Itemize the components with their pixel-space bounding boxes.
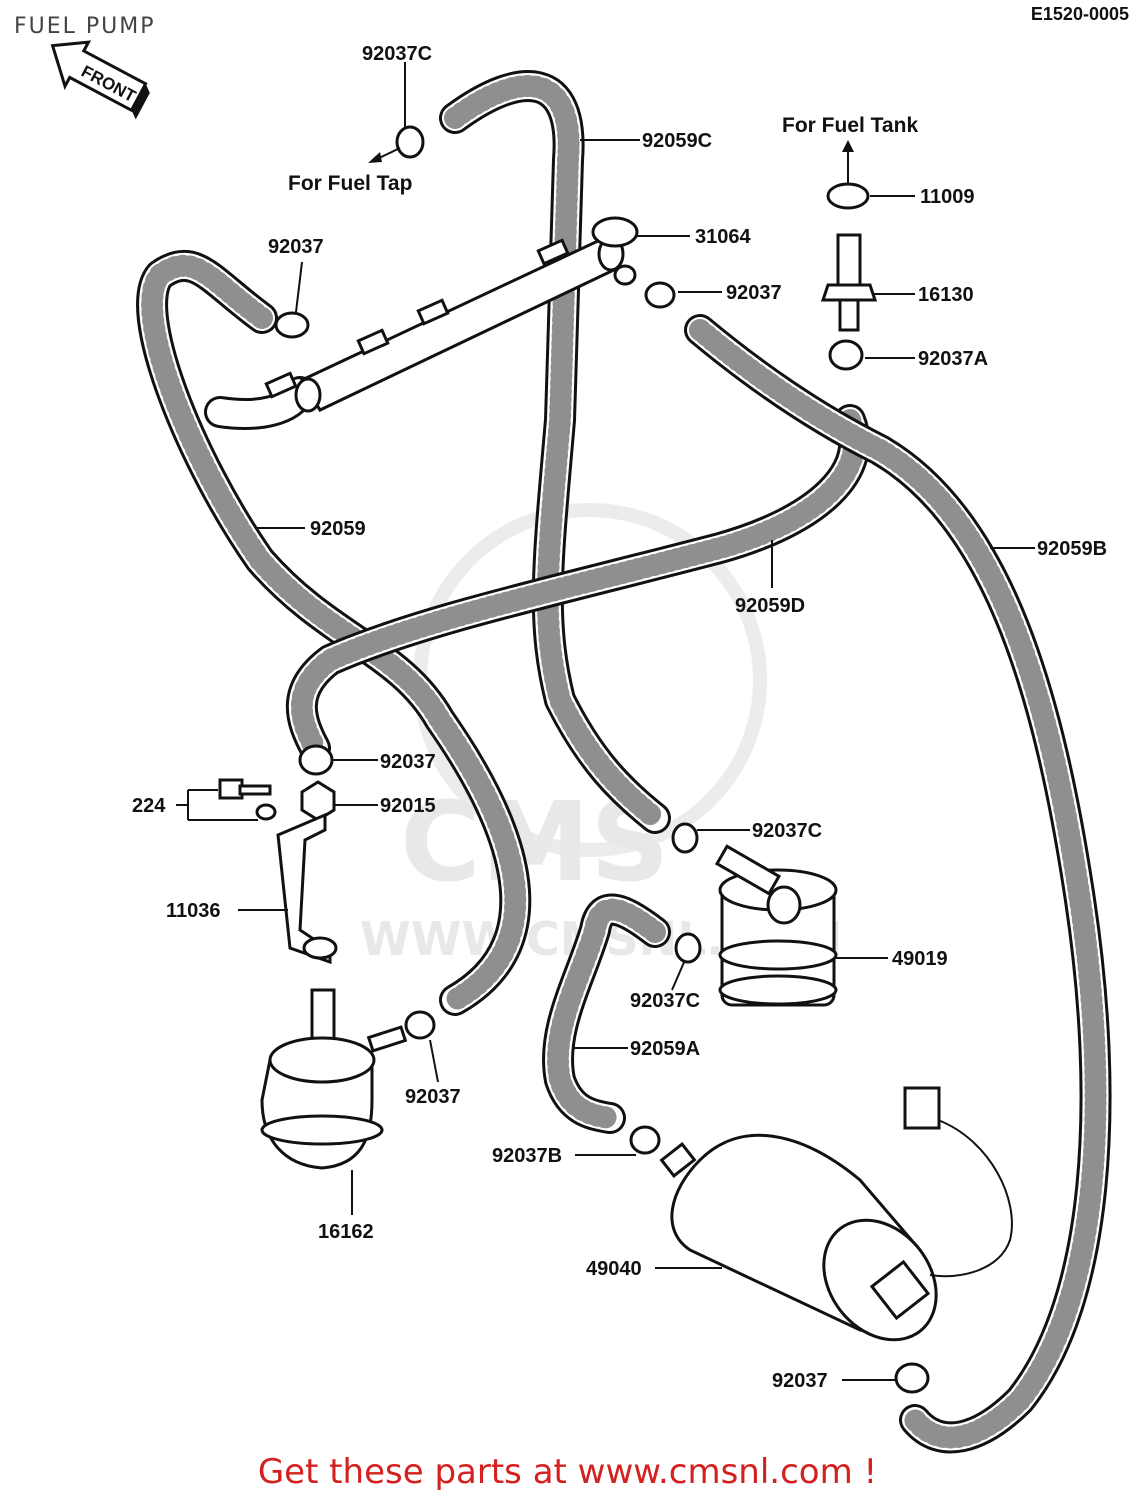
label-92059a: 92059A <box>630 1038 700 1060</box>
clamp-92037c-top <box>395 125 425 159</box>
label-11009: 11009 <box>920 186 975 208</box>
label-92037-left: 92037 <box>268 236 324 258</box>
clamp-92037a <box>828 339 864 371</box>
note-fuel-tank: For Fuel Tank <box>782 114 918 137</box>
clamp-92037-rail <box>613 264 637 286</box>
label-11036: 11036 <box>166 900 221 922</box>
footer-link-text[interactable]: Get these parts at www.cmsnl.com ! <box>257 1452 878 1492</box>
clamp-92037c-filter-in <box>671 822 699 854</box>
washer-11009 <box>826 182 870 210</box>
clamp-92037b <box>629 1125 661 1155</box>
hoses <box>136 70 1112 1454</box>
fuel-filter-49019 <box>714 844 838 1007</box>
front-arrow: FRONT <box>50 40 150 120</box>
clamp-92037-left <box>274 311 310 339</box>
fitting-16130 <box>820 233 878 332</box>
nut-92015 <box>300 780 336 822</box>
bolt-224 <box>218 778 277 821</box>
label-92037c-filter-in: 92037C <box>752 820 822 842</box>
label-92037-bottom: 92037 <box>772 1370 828 1392</box>
clamp-92037-mid <box>644 281 676 309</box>
clamps <box>274 125 930 1394</box>
note-arrows <box>368 140 854 185</box>
label-92037c-top: 92037C <box>362 43 432 65</box>
label-16130: 16130 <box>918 284 974 306</box>
label-92037a: 92037A <box>918 348 988 370</box>
clamp-92037-reg <box>298 744 334 776</box>
clamp-92037-16162 <box>404 1010 436 1040</box>
label-92037b: 92037B <box>492 1145 562 1167</box>
label-92037c-filter-out: 92037C <box>630 990 700 1012</box>
clamp-92037-bottom <box>894 1362 930 1394</box>
label-92059b: 92059B <box>1037 538 1107 560</box>
diagram-code: E1520-0005 <box>1030 4 1129 24</box>
fuel-pump-49040 <box>659 1086 1013 1342</box>
clamp-92037c-filter-out <box>674 932 702 964</box>
bracket-11036 <box>276 812 338 965</box>
label-92037-mid: 92037 <box>726 282 782 304</box>
flow-notes: For Fuel Tap For Fuel Tank <box>288 114 918 195</box>
label-92037-16162: 92037 <box>405 1086 461 1108</box>
note-fuel-tap: For Fuel Tap <box>288 172 412 195</box>
label-49040: 49040 <box>586 1258 642 1280</box>
label-92059: 92059 <box>310 518 366 540</box>
label-16162: 16162 <box>318 1221 374 1243</box>
label-92037-reg: 92037 <box>380 751 436 773</box>
label-49019: 49019 <box>892 948 948 970</box>
pressure-regulator-16162 <box>260 988 408 1170</box>
label-31064: 31064 <box>695 226 751 248</box>
part-labels: 92037C 92059C 11009 31064 92037 16130 92… <box>132 43 1107 1392</box>
label-92059d: 92059D <box>735 595 805 617</box>
label-92015: 92015 <box>380 795 436 817</box>
leader-lines <box>176 62 1035 1381</box>
diagram-title: FUEL PUMP <box>14 14 156 39</box>
label-92059c: 92059C <box>642 130 712 152</box>
label-224: 224 <box>132 795 166 817</box>
